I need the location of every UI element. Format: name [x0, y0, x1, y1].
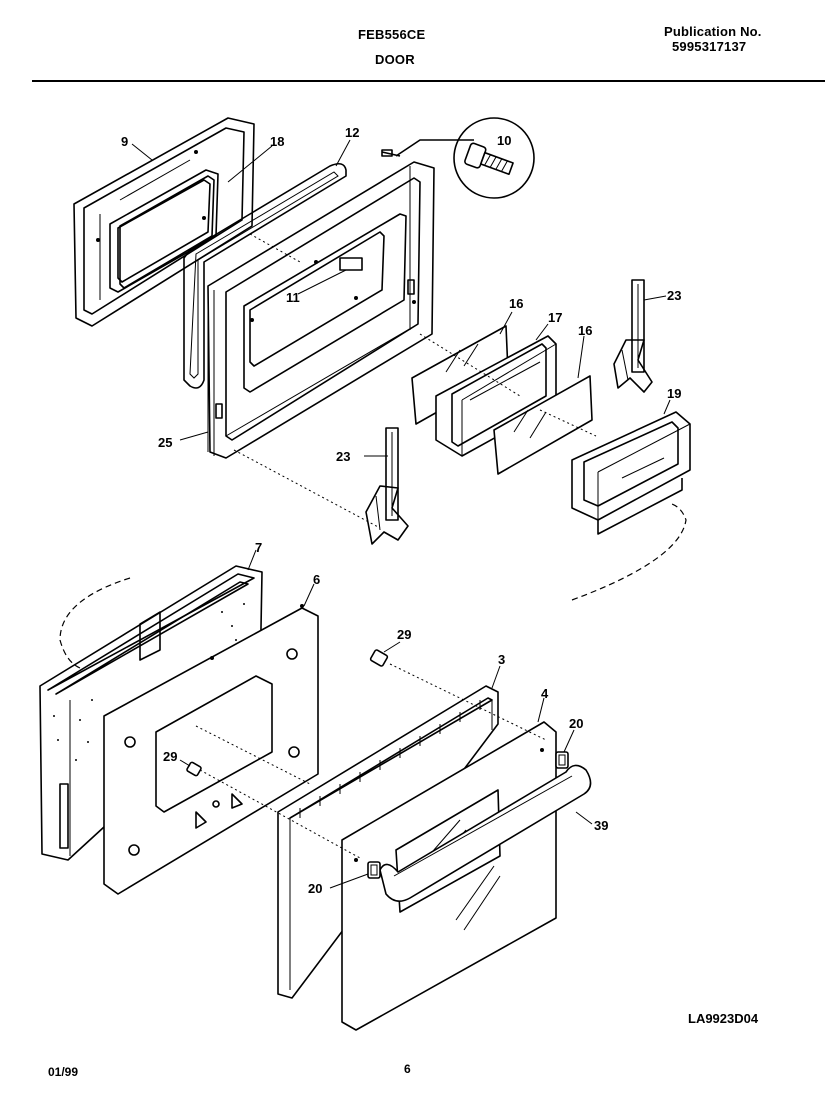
footer-date: 01/99: [48, 1065, 79, 1079]
label-part-10: 10: [497, 133, 511, 148]
label-part-16-front: 16: [578, 323, 592, 338]
part-labels: 9 18 12 10 11 16 17 16 23 23 19 25 7 6 2…: [121, 125, 681, 896]
label-part-11: 11: [286, 290, 300, 305]
part-29-spacers: [186, 649, 389, 777]
label-part-29-top: 29: [397, 627, 411, 642]
part-23-hinge-left: [365, 427, 409, 545]
section-title: DOOR: [375, 52, 415, 67]
part-16-glass-front: [493, 375, 593, 475]
model-number: FEB556CE: [358, 27, 426, 42]
part-39-handle: [379, 764, 592, 902]
page-number: 6: [404, 1062, 411, 1076]
leader-lines: [131, 139, 671, 889]
part-10-screw: [381, 117, 535, 199]
diagram-code: LA9923D04: [688, 1011, 759, 1026]
part-4-door-front: [341, 721, 557, 1031]
label-part-4: 4: [541, 686, 549, 701]
label-part-16-rear: 16: [509, 296, 523, 311]
part-17-glass-pack: [435, 335, 557, 457]
assembly-lines: [59, 233, 687, 859]
label-part-20-left: 20: [308, 881, 322, 896]
part-25-door-liner: [207, 161, 435, 459]
part-20-end-caps: [367, 751, 569, 879]
part-9-inner-panel: [73, 117, 255, 327]
label-part-18: 18: [270, 134, 284, 149]
publication-number: 5995317137: [672, 39, 747, 54]
label-part-17: 17: [548, 310, 562, 325]
label-part-39: 39: [594, 818, 608, 833]
label-part-20-right: 20: [569, 716, 583, 731]
publication-label: Publication No.: [664, 24, 762, 39]
part-6-back-panel: [103, 604, 319, 895]
label-part-9: 9: [121, 134, 128, 149]
label-part-23-right: 23: [667, 288, 681, 303]
label-part-12: 12: [345, 125, 359, 140]
label-part-7: 7: [255, 540, 262, 555]
label-part-25: 25: [158, 435, 172, 450]
label-part-23-left: 23: [336, 449, 350, 464]
part-23-hinge-right: [613, 279, 653, 393]
label-part-29-left: 29: [163, 749, 177, 764]
label-part-6: 6: [313, 572, 320, 587]
label-part-19: 19: [667, 386, 681, 401]
label-part-3: 3: [498, 652, 505, 667]
header-divider: [32, 80, 825, 82]
part-19-bracket: [571, 411, 691, 535]
